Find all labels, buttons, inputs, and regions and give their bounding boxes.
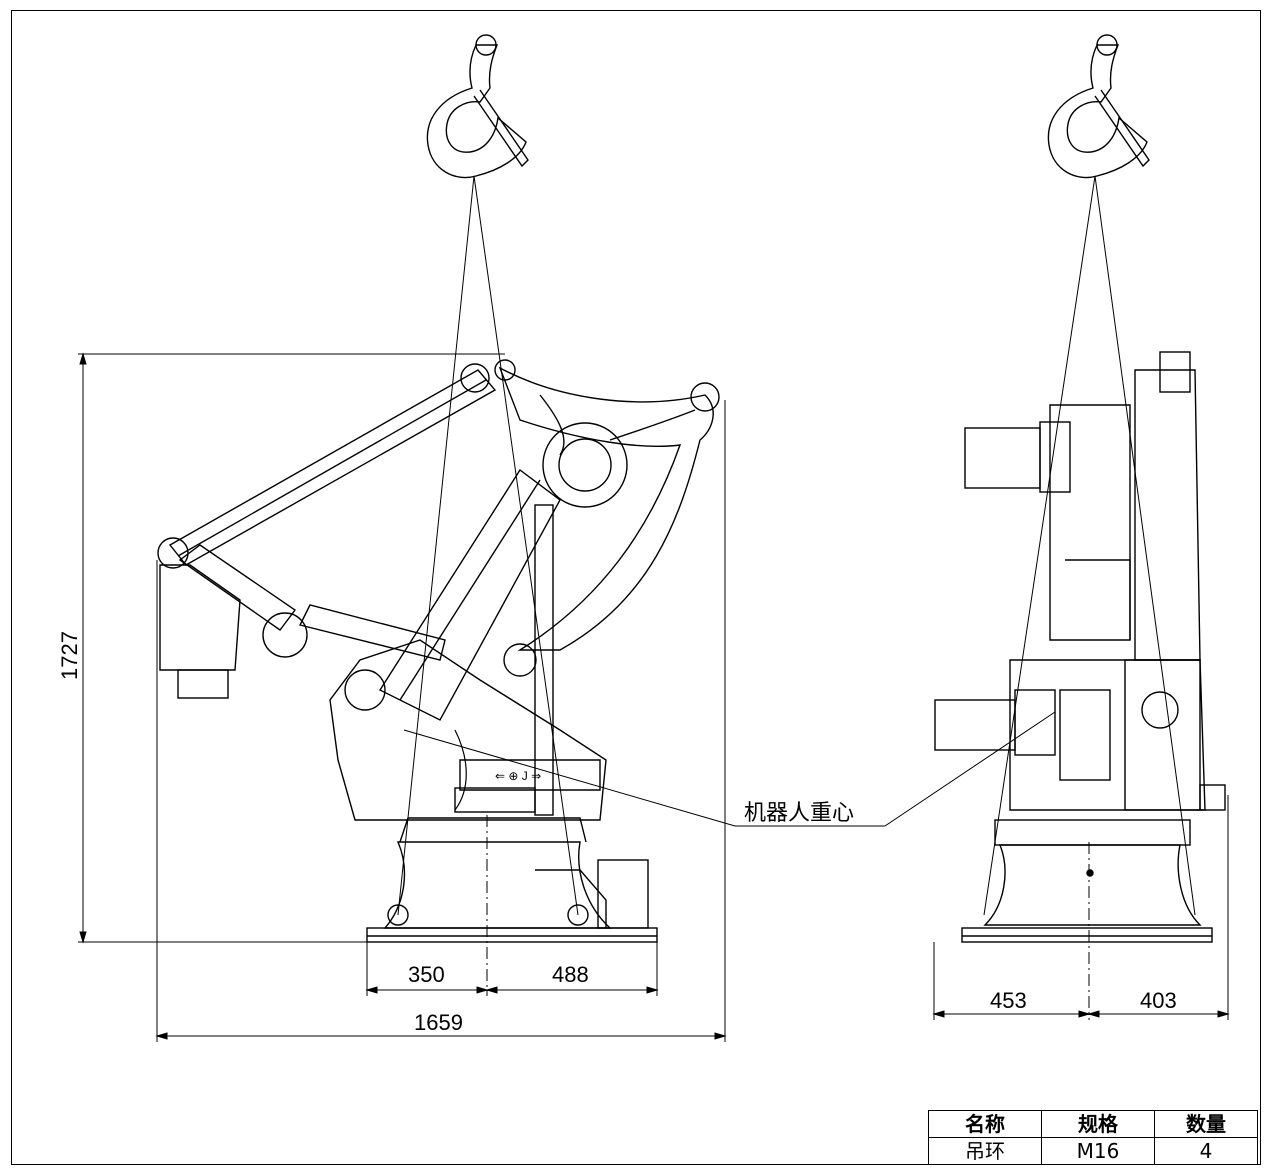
cog-leader-lines	[403, 711, 1056, 827]
dim-reach-label: 1659	[414, 1010, 463, 1035]
spec-table-header-row: 名称 规格 数量	[928, 1110, 1258, 1138]
header-quantity: 数量	[1154, 1110, 1258, 1138]
cell-quantity: 4	[1154, 1137, 1258, 1165]
dim-height-label: 1727	[57, 631, 82, 680]
header-name: 名称	[928, 1110, 1042, 1138]
robot-front-view: ⇐ ⊕ J ⇒	[157, 359, 720, 943]
spec-table: 名称 规格 数量 吊环 M16 4	[928, 1110, 1258, 1165]
dim-base-right-label: 488	[552, 962, 589, 987]
svg-text:⇐ ⊕ J ⇒: ⇐ ⊕ J ⇒	[495, 769, 541, 783]
dim-base-left-label: 350	[408, 962, 445, 987]
dim-side-left-label: 453	[990, 988, 1027, 1013]
dimension-lines	[78, 352, 1230, 1042]
header-spec: 规格	[1041, 1110, 1155, 1138]
lifting-hook-icon-left	[426, 34, 529, 179]
dim-side-right-label: 403	[1140, 988, 1177, 1013]
robot-side-view	[934, 351, 1226, 943]
sling-lines-side	[983, 175, 1196, 916]
cell-name: 吊环	[928, 1137, 1042, 1165]
drawing-frame	[11, 10, 1261, 1165]
cell-spec: M16	[1041, 1137, 1155, 1165]
lifting-hook-icon-right	[1047, 34, 1150, 179]
sling-lines-front	[397, 175, 579, 916]
spec-table-row: 吊环 M16 4	[928, 1137, 1258, 1165]
center-of-gravity-label: 机器人重心	[744, 801, 854, 826]
